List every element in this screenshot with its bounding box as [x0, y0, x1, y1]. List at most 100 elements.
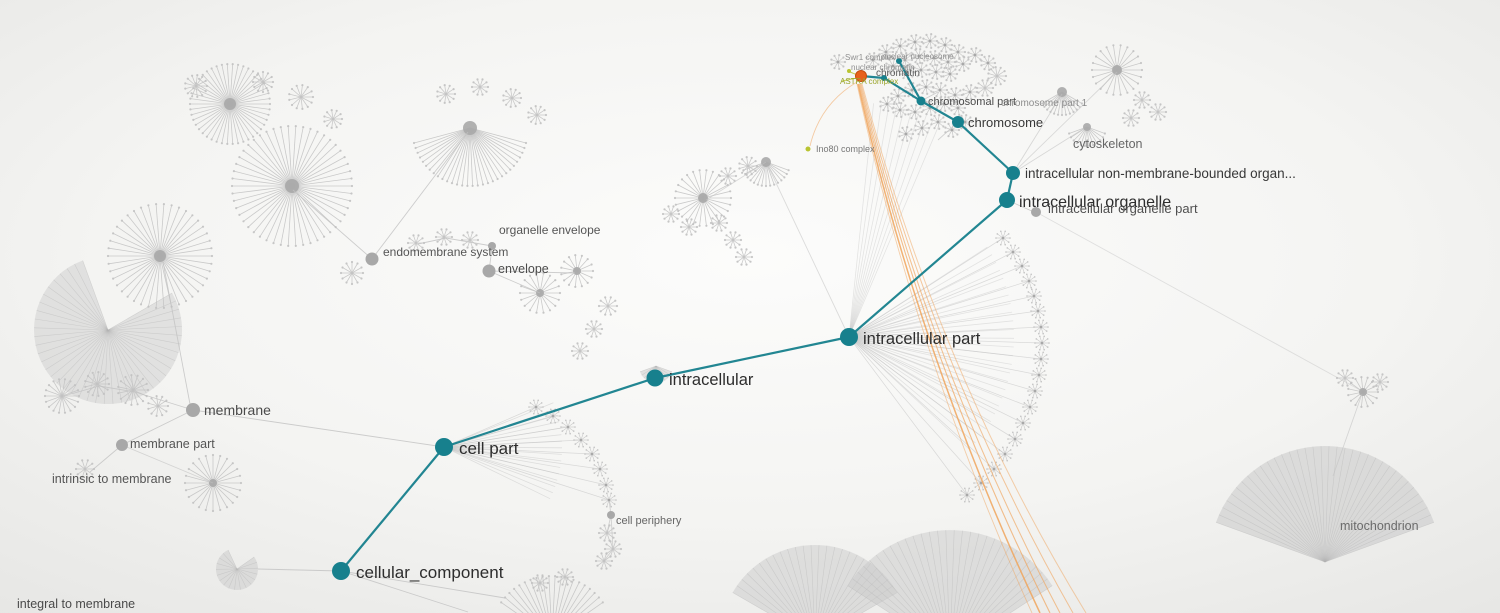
- orange-path-layer: [809, 71, 1087, 613]
- graph-node-astra-node[interactable]: [847, 69, 851, 73]
- node-fan: [848, 230, 1050, 503]
- fan-cluster: [470, 78, 490, 96]
- label-cell-part[interactable]: cell part: [459, 439, 519, 458]
- label-intracellular-organelle[interactable]: intracellular organelle: [1019, 194, 1171, 211]
- mini-cluster: [907, 104, 924, 120]
- fan-cluster-filled: [33, 260, 183, 405]
- graph-node-intracellular-organelle-node[interactable]: [999, 192, 1015, 208]
- label-layer: cellular_component cell part intracellular…: [17, 52, 1419, 611]
- mini-cluster: [892, 38, 909, 55]
- fan-cluster: [502, 88, 523, 108]
- fan-cluster: [1121, 109, 1141, 127]
- label-intracellular[interactable]: intracellular: [669, 371, 754, 389]
- label-chromosomal-part[interactable]: chromosomal part: [928, 96, 1016, 108]
- graph-node-chromatin-node[interactable]: [881, 75, 887, 81]
- label-membrane[interactable]: membrane: [204, 402, 271, 418]
- graph-node-chromosome-node[interactable]: [952, 116, 964, 128]
- fan-cluster: [661, 205, 681, 223]
- fan-cluster: [555, 568, 575, 586]
- graph-node-cellular-component-node[interactable]: [332, 562, 350, 580]
- fan-cluster: [603, 540, 623, 558]
- graph-node-intracellular-node[interactable]: [646, 369, 664, 387]
- label-chromosome[interactable]: chromosome: [968, 115, 1043, 130]
- mini-cluster: [878, 44, 895, 61]
- fan-cluster: [230, 125, 354, 247]
- mini-cluster: [937, 37, 954, 54]
- fan-cluster: [723, 231, 743, 249]
- selected-path-edge: [847, 198, 1009, 339]
- fan-cluster: [1132, 91, 1152, 109]
- label-envelope: envelope: [498, 262, 549, 276]
- graph-node-cell-part-node[interactable]: [435, 438, 453, 456]
- label-cellular-component[interactable]: cellular_component: [356, 563, 504, 582]
- mini-cluster: [926, 50, 943, 66]
- orange-path-strand: [861, 83, 1087, 613]
- fan-cluster: [673, 169, 733, 227]
- fan-cluster: [43, 378, 81, 414]
- graph-node-nucleosome-node[interactable]: [896, 58, 902, 64]
- graph-node-ino80-node[interactable]: [805, 146, 811, 152]
- label-cell-periphery: cell periphery: [616, 515, 682, 527]
- orange-path-strand: [860, 83, 1074, 613]
- mini-cluster: [980, 55, 997, 71]
- label-mitochondrion: mitochondrion: [1340, 519, 1419, 533]
- label-cytoskeleton: cytoskeleton: [1073, 137, 1143, 151]
- fan-cluster: [106, 203, 214, 309]
- graph-node-endomembrane-system-node[interactable]: [365, 252, 379, 266]
- graph-node-envelope-node[interactable]: [482, 264, 496, 278]
- orange-path-strand: [856, 83, 1033, 613]
- mini-cluster: [892, 102, 909, 118]
- fan-cluster: [709, 214, 729, 232]
- mini-cluster: [936, 96, 953, 112]
- fan-cluster: [527, 105, 548, 125]
- graph-node-intracellular-part-node[interactable]: [840, 328, 858, 346]
- label-organelle-envelope: organelle envelope: [499, 223, 601, 237]
- graph-node-highlighted-node[interactable]: [855, 70, 867, 82]
- label-membrane-part[interactable]: membrane part: [130, 437, 215, 451]
- graph-node-chromosomal-part-node[interactable]: [916, 96, 926, 106]
- fan-cluster: [594, 552, 614, 570]
- fan-cluster: [436, 84, 457, 104]
- flower-layer: [443, 230, 1050, 508]
- fan-cluster: [1068, 123, 1106, 147]
- fan-cluster: [288, 84, 315, 110]
- fan-cluster: [584, 320, 604, 338]
- graph-node-organelle-part-node[interactable]: [1031, 207, 1041, 217]
- node-layer: [116, 58, 1041, 580]
- graph-node-organelle-envelope-node[interactable]: [488, 242, 496, 250]
- fan-cluster: [1370, 373, 1390, 391]
- label-intracellular-organelle-part[interactable]: intracellular organelle part: [1048, 201, 1198, 216]
- mini-cluster: [950, 100, 967, 116]
- fan-cluster: [84, 371, 111, 397]
- graph-node-membrane-node[interactable]: [186, 403, 200, 417]
- mini-cluster: [930, 114, 947, 130]
- graph-node-cell-periphery-node[interactable]: [607, 511, 615, 519]
- mini-cluster: [947, 87, 964, 103]
- label-integral-to-membrane: integral to membrane: [17, 597, 135, 611]
- graph-node-intracellular-nmb-organelle-node[interactable]: [1006, 166, 1020, 180]
- fan-cluster: [597, 524, 617, 542]
- selected-path-edge: [339, 445, 446, 573]
- fan-cluster: [560, 254, 595, 288]
- label-endomembrane-system: endomembrane system: [383, 245, 508, 259]
- selected-path-edge: [882, 76, 923, 103]
- mini-cluster: [955, 56, 972, 72]
- fan-cluster: [530, 574, 550, 592]
- label-intracellular-nmb-organelle[interactable]: intracellular non-membrane-bounded organ…: [1025, 166, 1296, 181]
- label-chromatin: chromatin: [876, 68, 920, 79]
- mini-cluster: [967, 47, 984, 64]
- mini-cluster: [932, 82, 949, 98]
- graph-node-membrane-part-node[interactable]: [116, 439, 128, 451]
- label-intracellular-part[interactable]: intracellular part: [863, 330, 981, 348]
- fan-cluster: [323, 109, 344, 129]
- orange-path-strand: [857, 83, 1041, 613]
- fan-cluster-filled: [1215, 445, 1435, 563]
- mini-cluster: [911, 48, 928, 64]
- mini-cluster: [962, 84, 979, 100]
- mini-cluster: [890, 88, 907, 104]
- selected-path-edge: [653, 335, 851, 380]
- fan-cluster: [734, 248, 754, 266]
- fan-cluster: [412, 121, 528, 187]
